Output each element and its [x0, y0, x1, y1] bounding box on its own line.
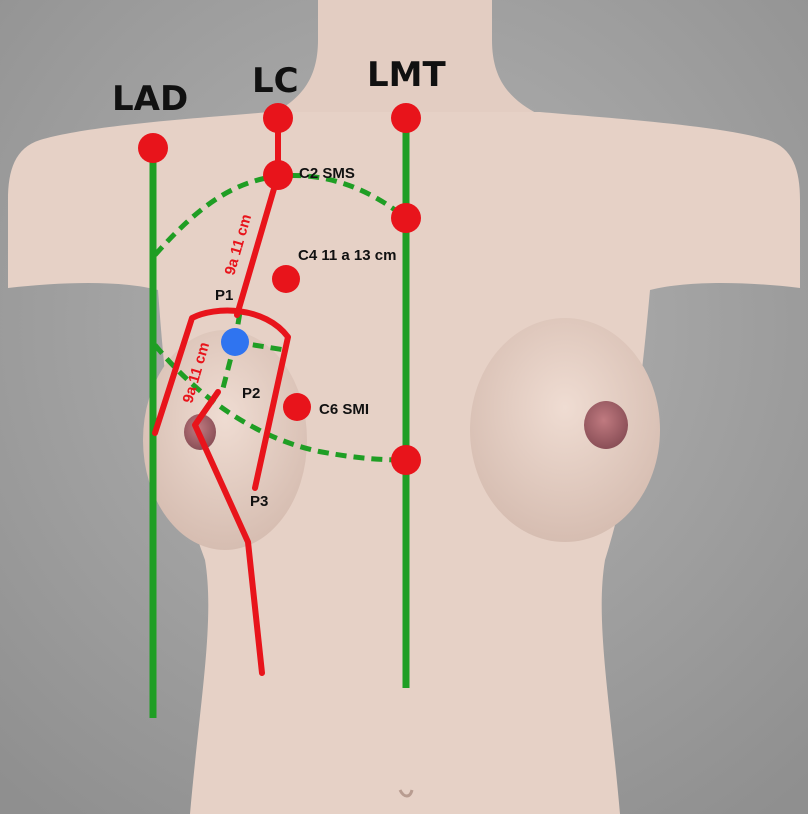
marker-c6	[283, 393, 311, 421]
label-c6: C6 SMI	[319, 401, 369, 418]
marker-lmt-top	[391, 103, 421, 133]
label-p3: P3	[250, 493, 268, 510]
label-lad: LAD	[112, 79, 188, 119]
label-c4: C4 11 a 13 cm	[298, 247, 396, 264]
marker-lc-top	[263, 103, 293, 133]
label-lc: LC	[252, 61, 299, 101]
breast-right-view	[470, 318, 660, 542]
label-p2: P2	[242, 385, 260, 402]
areola-right-view	[584, 401, 628, 449]
label-c2: C2 SMS	[299, 165, 355, 182]
marker-lad-top	[138, 133, 168, 163]
label-p1: P1	[215, 287, 233, 304]
marker-lmt-lower	[391, 445, 421, 475]
marker-nipple-target	[221, 328, 249, 356]
marker-c2	[263, 160, 293, 190]
marker-lmt-upper	[391, 203, 421, 233]
label-lmt: LMT	[367, 55, 446, 95]
marker-c4	[272, 265, 300, 293]
